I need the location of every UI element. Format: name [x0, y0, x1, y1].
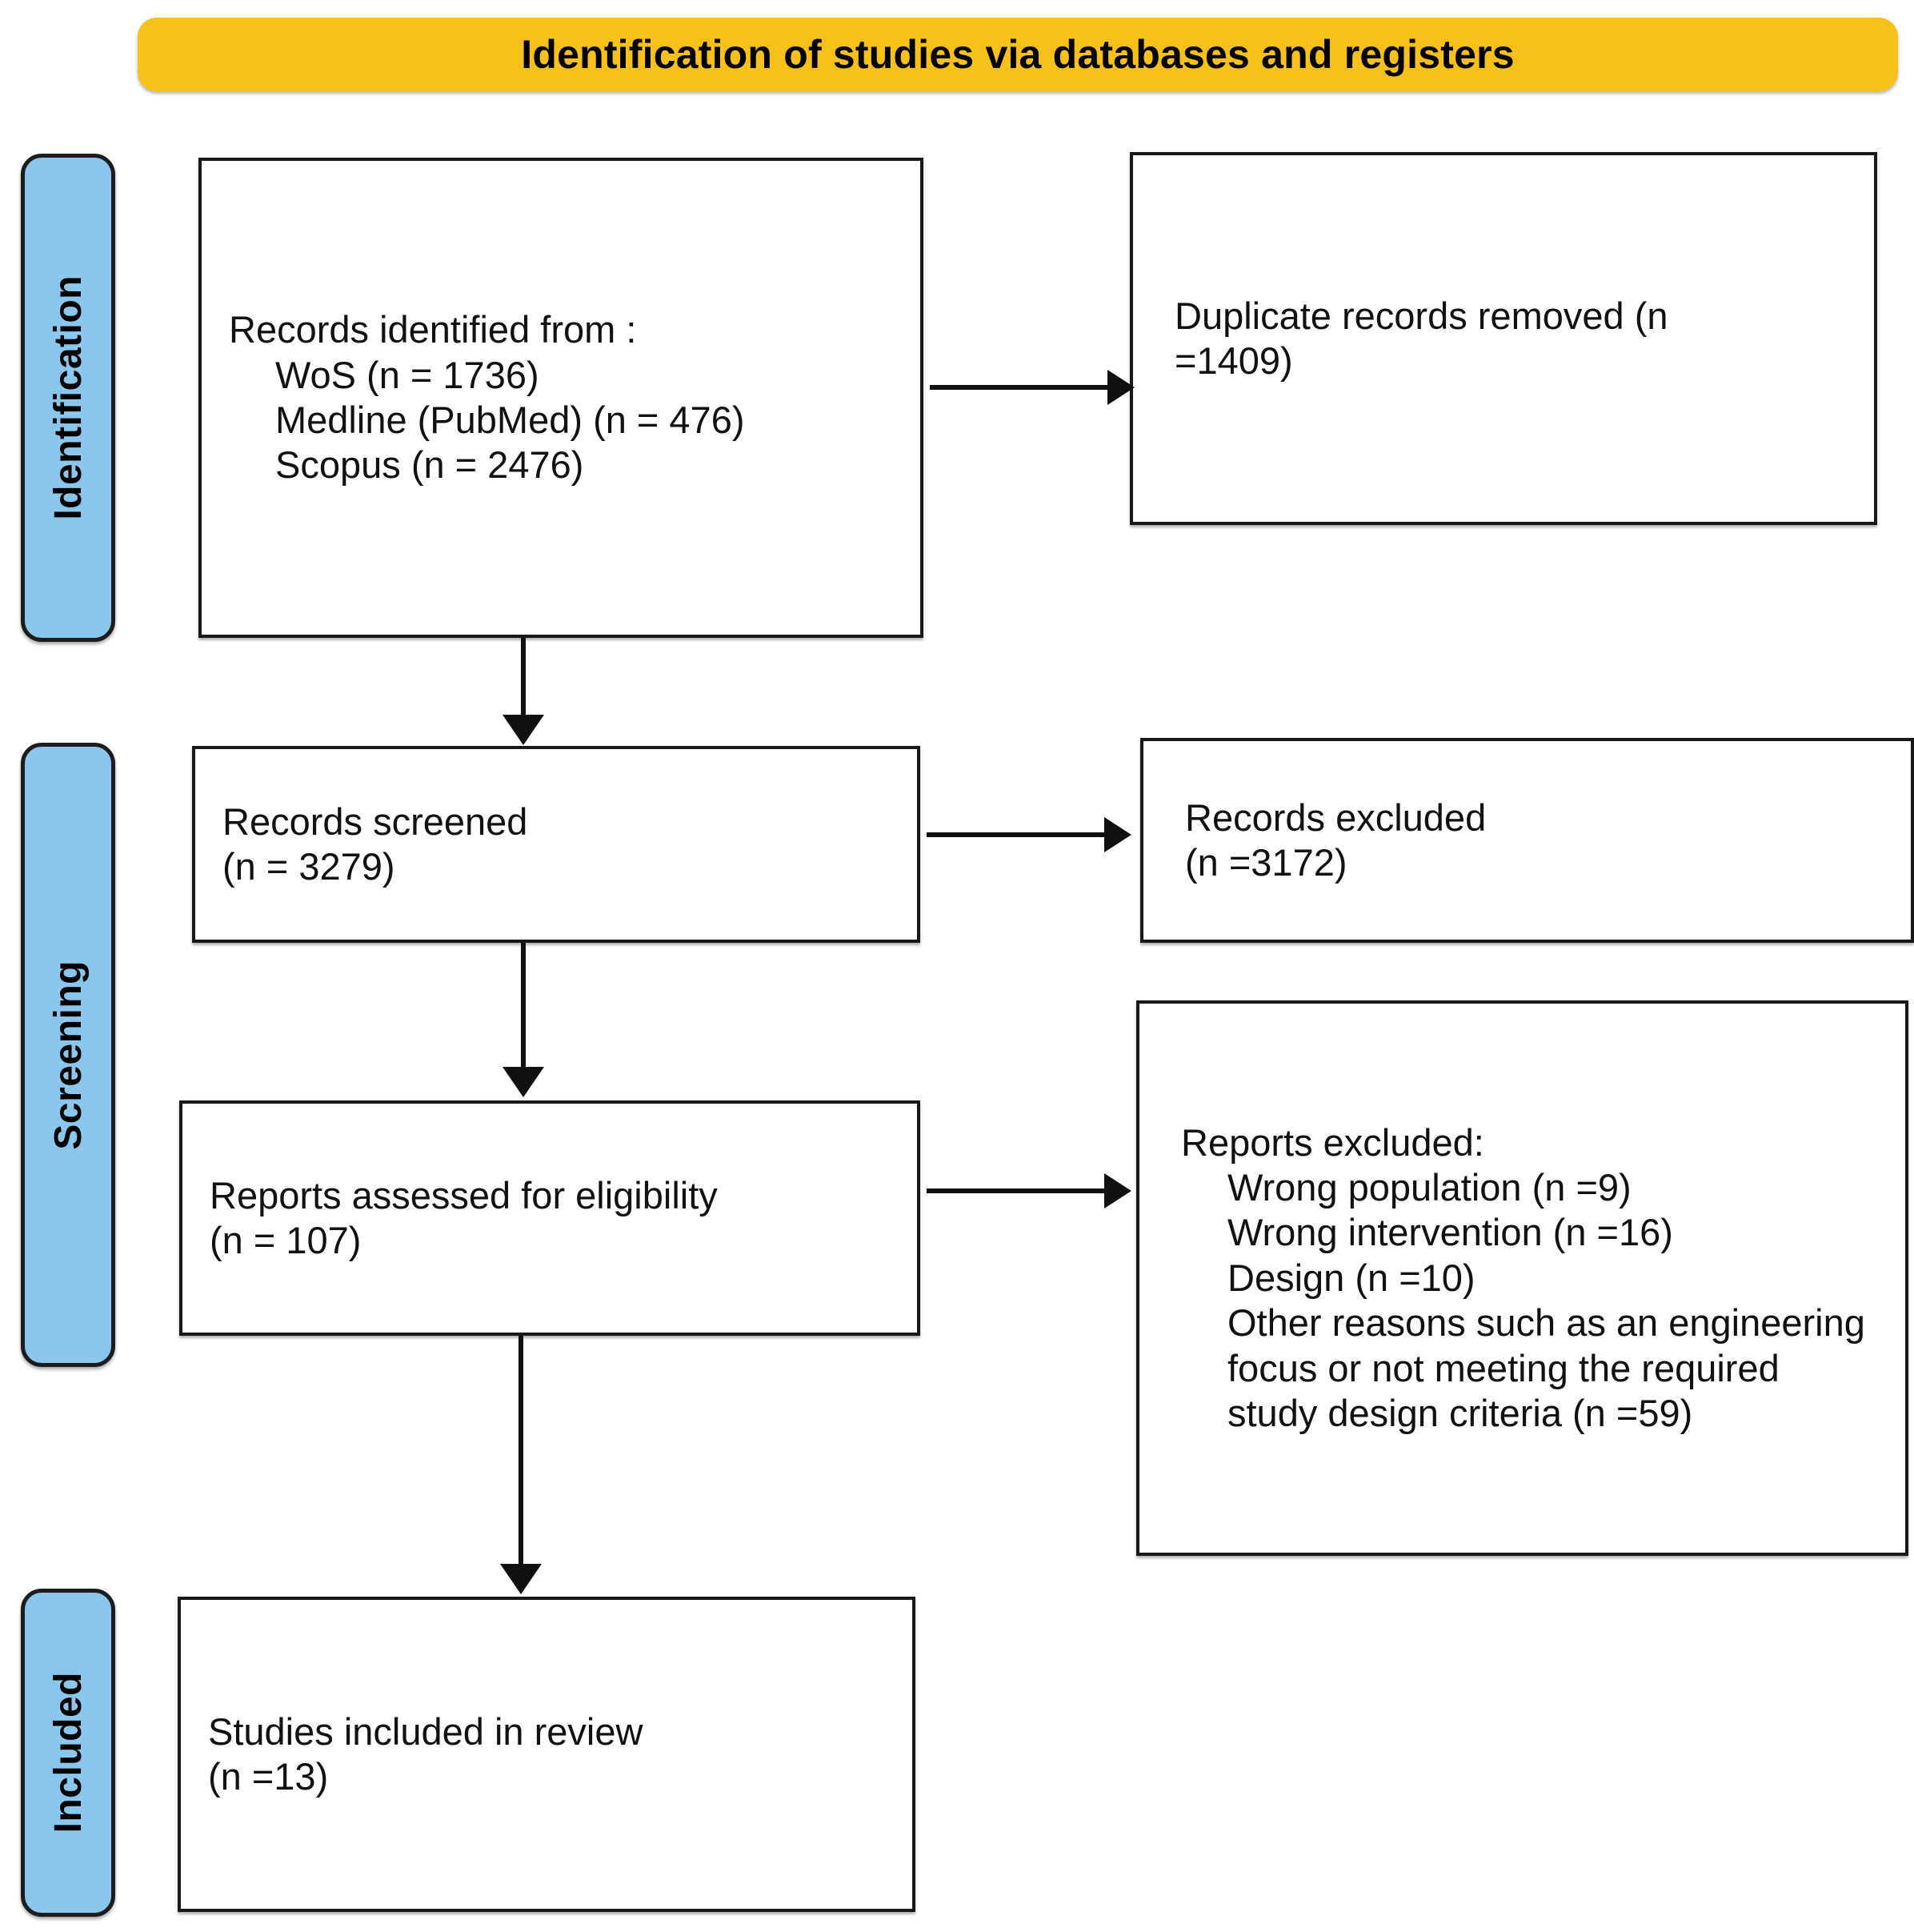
records-screened-label: Records screened: [222, 800, 528, 843]
arrow-identified-to-duplicates-head-icon: [1107, 370, 1135, 405]
reports-assessed-count: (n = 107): [210, 1219, 362, 1261]
records-identified-heading: Records identified from :: [229, 308, 637, 351]
arrow-eligibility-to-included-head-icon: [500, 1564, 542, 1594]
arrow-identified-to-screened-line: [521, 638, 526, 718]
studies-included-count: (n =13): [208, 1755, 329, 1798]
studies-included-label: Studies included in review: [208, 1710, 643, 1753]
box-studies-included-in-review: Studies included in review (n =13): [178, 1597, 915, 1912]
stage-label-identification-text: Identification: [46, 275, 90, 520]
reports-excluded-heading: Reports excluded:: [1181, 1120, 1484, 1164]
arrow-screened-to-records-excluded-line: [927, 832, 1112, 837]
arrow-eligibility-to-included-line: [519, 1336, 523, 1566]
stage-label-included: Included: [21, 1589, 115, 1917]
box-reports-assessed-for-eligibility: Reports assessed for eligibility (n = 10…: [179, 1100, 920, 1336]
reports-assessed-label: Reports assessed for eligibility: [210, 1173, 718, 1217]
stage-label-screening-text: Screening: [46, 960, 90, 1150]
banner-identification: Identification of studies via databases …: [138, 18, 1898, 91]
arrow-screened-to-records-excluded-head-icon: [1104, 817, 1131, 852]
box-reports-excluded: Reports excluded: Wrong population (n =9…: [1136, 1000, 1908, 1556]
stage-label-included-text: Included: [46, 1672, 90, 1834]
records-excluded-label: Records excluded: [1185, 796, 1487, 839]
arrow-screened-to-eligibility-head-icon: [503, 1067, 544, 1097]
box-records-identified: Records identified from : WoS (n = 1736)…: [198, 158, 923, 638]
records-screened-count: (n = 3279): [222, 845, 395, 888]
reports-excluded-reason-other: Other reasons such as an engineering foc…: [1227, 1301, 1865, 1434]
arrow-eligibility-to-reports-excluded-line: [927, 1188, 1112, 1193]
arrow-identified-to-duplicates-line: [930, 385, 1115, 390]
arrow-eligibility-to-reports-excluded-head-icon: [1104, 1173, 1131, 1209]
records-identified-source-medline: Medline (PubMed) (n = 476): [275, 399, 745, 441]
records-identified-source-wos: WoS (n = 1736): [275, 353, 539, 396]
records-identified-source-scopus: Scopus (n = 2476): [275, 443, 584, 487]
banner-title: Identification of studies via databases …: [521, 32, 1515, 77]
arrow-identified-to-screened-head-icon: [503, 715, 544, 745]
duplicate-records-line-1: Duplicate records removed (n: [1175, 294, 1668, 337]
reports-excluded-reason-wrong-intervention: Wrong intervention (n =16): [1227, 1211, 1673, 1254]
arrow-screened-to-eligibility-line: [521, 943, 526, 1069]
box-duplicate-records-removed: Duplicate records removed (n =1409): [1130, 152, 1877, 525]
duplicate-records-line-2: =1409): [1175, 339, 1293, 382]
stage-label-screening: Screening: [21, 743, 115, 1367]
stage-label-identification: Identification: [21, 154, 115, 642]
box-records-excluded: Records excluded (n =3172): [1140, 738, 1914, 943]
box-records-screened: Records screened (n = 3279): [192, 746, 920, 943]
reports-excluded-reason-design: Design (n =10): [1227, 1256, 1476, 1299]
records-excluded-count: (n =3172): [1185, 841, 1347, 884]
reports-excluded-reason-wrong-population: Wrong population (n =9): [1227, 1166, 1632, 1209]
